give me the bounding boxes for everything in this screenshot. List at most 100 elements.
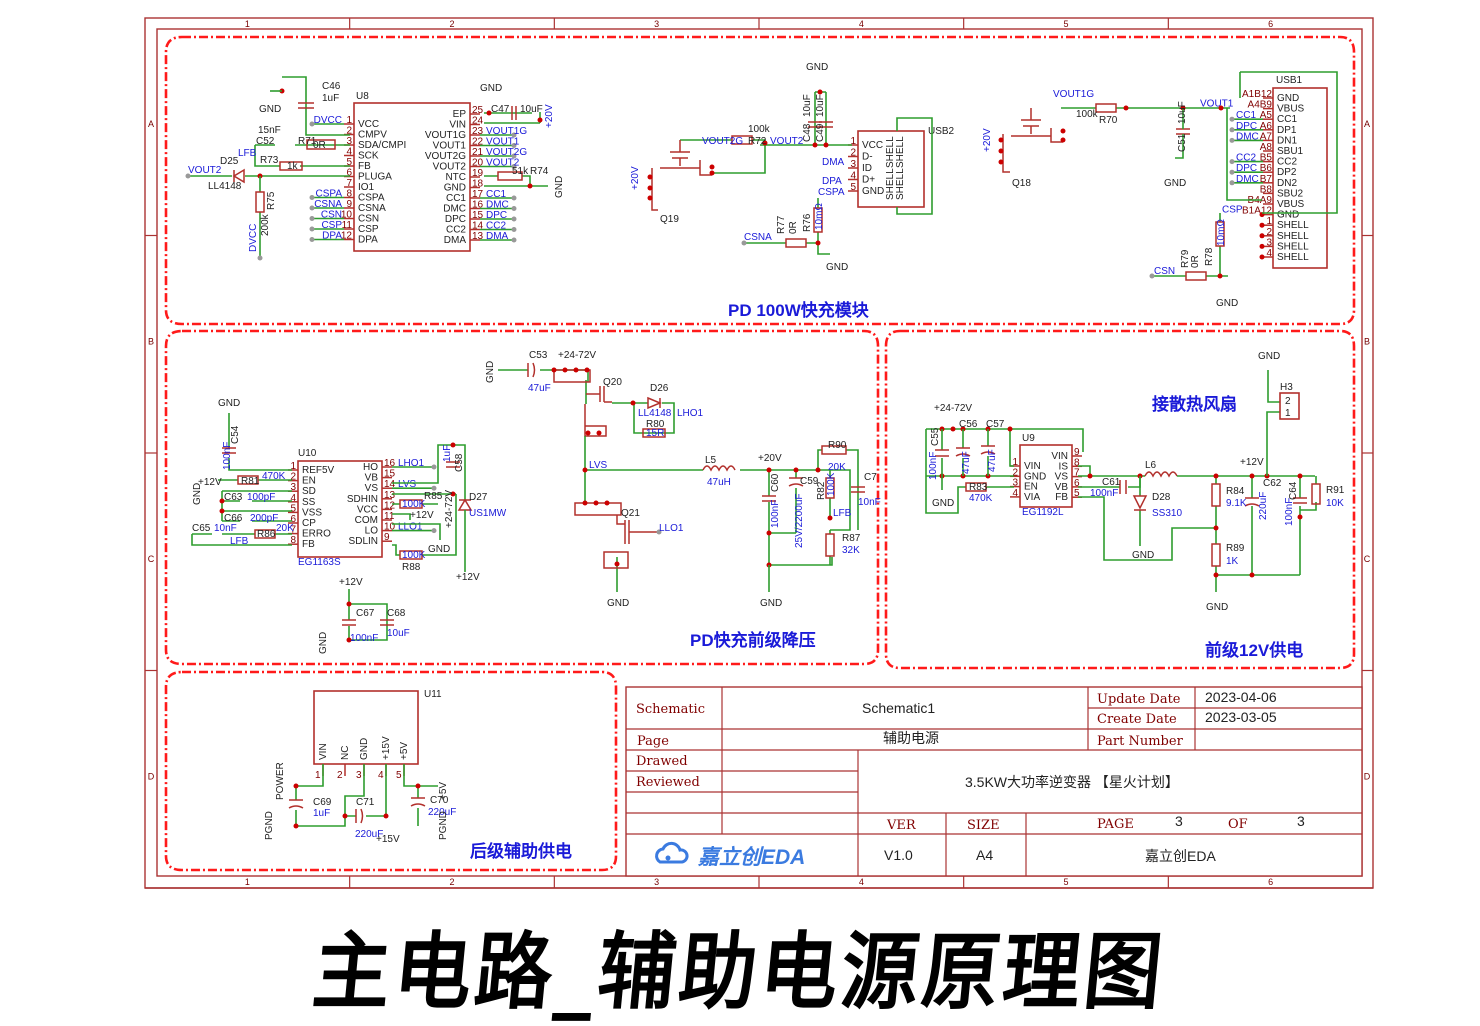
q19-ref: Q19 xyxy=(660,214,679,225)
r89-ref: R89 xyxy=(1226,543,1245,554)
p5-label: +5V xyxy=(438,782,449,800)
lfb-net: LFB xyxy=(833,508,852,519)
pin-name: GND xyxy=(444,183,466,194)
tb-update-date: 2023-04-06 xyxy=(1205,689,1277,705)
r85-ref: R85 xyxy=(424,491,443,502)
pin-name: VIN xyxy=(318,743,329,760)
column-label-top: 6 xyxy=(1268,19,1273,29)
c51-ref: C51 xyxy=(1177,133,1188,152)
usb1-connector[interactable] xyxy=(1272,87,1328,269)
c55-ref: C55 xyxy=(930,427,941,446)
column-label-top: 1 xyxy=(245,19,250,29)
pin-name: FB xyxy=(358,161,371,172)
gnd3-label: GND xyxy=(428,544,450,555)
shell-pin: SHELL xyxy=(885,168,896,200)
net-label: DPA xyxy=(322,231,342,242)
dvcc-net: DVCC xyxy=(248,224,259,252)
c59-value: 25V/2200uF xyxy=(794,494,805,549)
net-endpoint xyxy=(1229,159,1235,165)
pin-name: VOUT2 xyxy=(433,162,467,173)
gnd4-label: GND xyxy=(318,632,329,654)
r77-value: 0R xyxy=(788,221,799,234)
r88-value: 100K xyxy=(402,550,426,561)
net-label: CSP xyxy=(1222,205,1243,216)
p12c-label: +12V xyxy=(456,572,480,583)
pin-number: 9 xyxy=(384,532,390,543)
banner-title: 主电路_辅助电源原理图 xyxy=(308,922,1171,1021)
u8-chip[interactable] xyxy=(353,102,471,252)
tb-page-no-label: PAGE xyxy=(1097,817,1134,832)
r83-value: 470K xyxy=(969,493,993,504)
pin-name: SCK xyxy=(358,151,379,162)
l5-value: 47uH xyxy=(707,477,731,488)
column-label-bottom: 3 xyxy=(654,877,659,887)
r73-ref: R73 xyxy=(260,155,279,166)
shell-pin: SHELL xyxy=(885,136,896,168)
pin-name: VSS xyxy=(302,507,322,518)
pin-name: PLUGA xyxy=(358,172,392,183)
pin-number: 3 xyxy=(346,136,352,147)
net-label: DPC xyxy=(486,210,507,221)
row-label-left: C xyxy=(148,554,155,564)
r80-value: 15R xyxy=(646,428,664,439)
pin-number: B8 xyxy=(1260,184,1273,195)
pin-name: SDLIN xyxy=(349,536,378,547)
r70-value: 100k xyxy=(1076,109,1099,120)
r90-value: 20K xyxy=(828,462,846,473)
junction xyxy=(1259,254,1265,260)
power-label: POWER xyxy=(275,762,286,800)
p2472-label: +24-72V xyxy=(444,490,455,528)
r74-value: 51k xyxy=(512,166,529,177)
net-endpoint xyxy=(511,237,517,243)
c58-value: 1uF xyxy=(442,445,453,462)
c67-ref: C67 xyxy=(356,608,375,619)
net-label: DMC xyxy=(1236,174,1259,185)
gnd-label: GND xyxy=(806,62,828,73)
u11-module[interactable] xyxy=(313,690,419,765)
h3-fan-connector[interactable] xyxy=(1279,392,1300,420)
pin-number: 4 xyxy=(290,493,296,504)
c53-value: 47uF xyxy=(528,383,551,394)
pin-name: DN1 xyxy=(1277,135,1297,146)
c62-value: 220uF xyxy=(1258,492,1269,520)
gnd2-label: GND xyxy=(480,83,502,94)
u10-chip[interactable] xyxy=(297,460,383,558)
column-label-bottom: 1 xyxy=(245,877,250,887)
u9-chip[interactable] xyxy=(1019,444,1073,508)
pin-number: 4 xyxy=(850,171,856,182)
tb-drawed-label: Drawed xyxy=(636,754,688,769)
gnd2-label: GND xyxy=(1132,550,1154,561)
c65-value: 10nF xyxy=(214,523,237,534)
llo1-net: LLO1 xyxy=(659,523,684,534)
d28-ref: D28 xyxy=(1152,492,1171,503)
pin-name: GND xyxy=(862,186,884,197)
pin-number: 13 xyxy=(384,490,396,501)
usb2-connector[interactable] xyxy=(857,130,925,208)
lvs-net: LVS xyxy=(589,460,607,471)
net-endpoint xyxy=(511,195,517,201)
pin-name: REF5V xyxy=(302,465,335,476)
r91-ref: R91 xyxy=(1326,485,1345,496)
pin-number: 2 xyxy=(346,126,352,137)
tb-ver-label: VER xyxy=(886,818,917,833)
c64-value: 100nF xyxy=(1284,498,1295,526)
net-label: DVCC xyxy=(314,115,342,126)
net-endpoint xyxy=(511,153,517,159)
pin-name: SHELL xyxy=(1277,231,1309,242)
usb1-ref: USB1 xyxy=(1276,75,1303,86)
c52-value: 15nF xyxy=(258,125,281,136)
net-label: DMC xyxy=(1236,131,1259,142)
r81-ref: R81 xyxy=(241,476,260,487)
p2472-label: +24-72V xyxy=(934,403,972,414)
c48-ref: C48 xyxy=(802,123,813,142)
net-endpoint xyxy=(511,216,517,222)
q21-ref: Q21 xyxy=(621,508,640,519)
pin-name: VBUS xyxy=(1277,104,1305,115)
u10-part: EG1163S xyxy=(298,557,341,568)
c61-ref: C61 xyxy=(1102,477,1121,488)
pin-number: 1 xyxy=(346,115,352,126)
pin-name: VIN xyxy=(1051,451,1068,462)
pin-number: 21 xyxy=(472,147,484,158)
r90-ref: R90 xyxy=(828,440,847,451)
pin-number: 8 xyxy=(346,189,352,200)
